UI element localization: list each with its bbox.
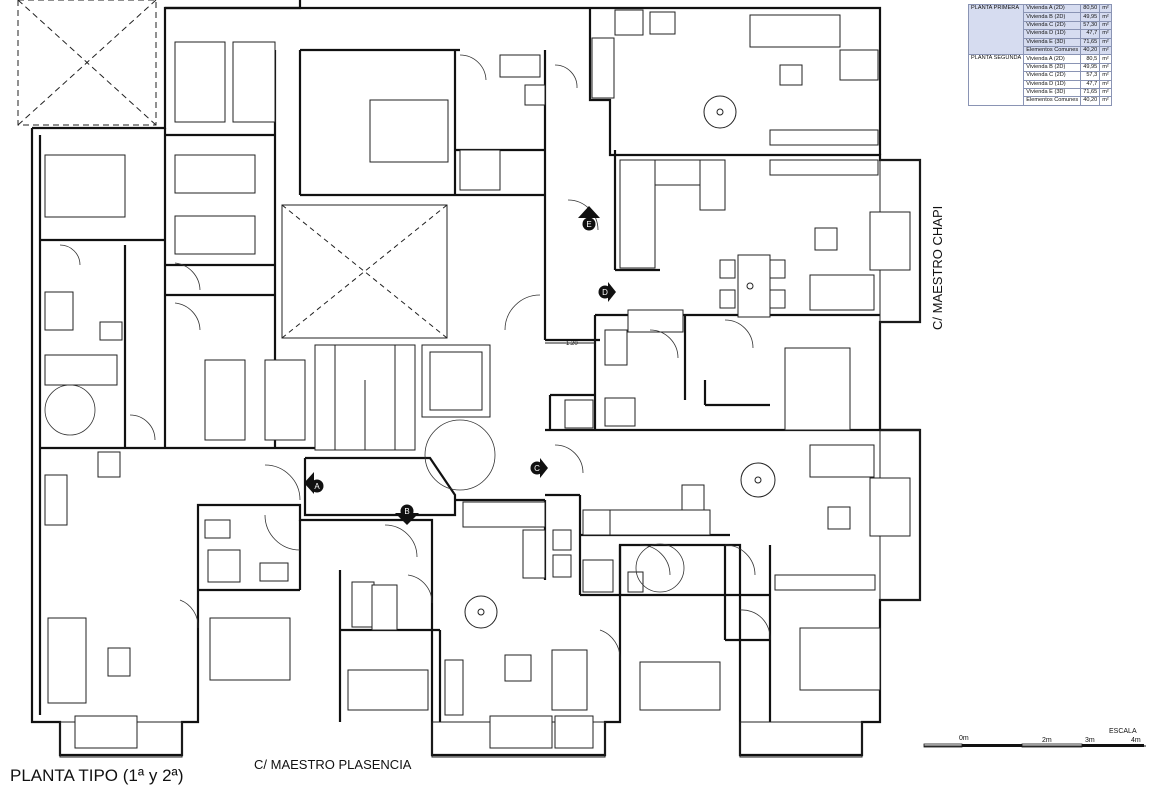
area-unit: m²	[1099, 79, 1112, 89]
scale-tick: 3m	[1085, 737, 1095, 744]
dwelling-name: Vivienda A (2D)	[1023, 54, 1082, 64]
dwelling-area: 80,5	[1080, 54, 1101, 64]
entrance-markers: A B C D E	[304, 206, 616, 525]
scale-tick: 0m	[959, 735, 969, 742]
patio-void	[17, 0, 157, 126]
dwelling-area: 47,7	[1080, 29, 1101, 39]
dwelling-area: 80,50	[1080, 3, 1101, 14]
scale-title: ESCALA	[1109, 728, 1137, 735]
area-unit: m²	[1099, 87, 1112, 98]
svg-text:E: E	[586, 220, 591, 229]
dwelling-area: 71,65	[1080, 87, 1101, 98]
dwelling-name: Vivienda A (2D)	[1023, 3, 1082, 14]
dwelling-name: Vivienda D (1D)	[1023, 29, 1082, 39]
area-unit: m²	[1099, 3, 1112, 14]
area-unit: m²	[1099, 62, 1112, 73]
dwelling-area: 49,95	[1080, 62, 1101, 73]
door-swings	[44, 54, 771, 661]
dwelling-area: 49,95	[1080, 12, 1101, 22]
scale-bar-graphic	[923, 743, 1146, 748]
dwelling-area: 57,30	[1080, 20, 1101, 31]
marker-a: A	[304, 472, 324, 494]
dwelling-name: Vivienda C (2D)	[1023, 71, 1082, 81]
dwelling-area: 47,7	[1080, 79, 1101, 89]
marker-e: E	[578, 206, 600, 231]
area-unit: m²	[1099, 71, 1112, 81]
area-unit: m²	[1099, 12, 1112, 22]
dining-tables	[464, 95, 786, 629]
area-unit: m²	[1099, 29, 1112, 39]
floor-label: PLANTA SEGUNDA	[967, 54, 1025, 106]
plan-title: PLANTA TIPO (1ª y 2ª)	[10, 766, 184, 785]
area-unit: m²	[1099, 96, 1112, 106]
svg-text:C: C	[534, 464, 540, 473]
beds	[44, 41, 881, 711]
dwelling-area: 57,3	[1080, 71, 1101, 81]
dwelling-name: Elementos Comunes	[1023, 96, 1082, 106]
scale-tick: 4m	[1131, 737, 1141, 744]
marker-c: C	[530, 458, 548, 478]
dwelling-area: 40,20	[1080, 45, 1101, 56]
scale-tick: 2m	[1042, 737, 1052, 744]
dwelling-name: Vivienda E (3D)	[1023, 87, 1082, 98]
living-furniture	[47, 14, 911, 749]
dwelling-area: 71,65	[1080, 37, 1101, 47]
area-unit: m²	[1099, 45, 1112, 56]
bath-kitchen-fixtures	[44, 9, 726, 593]
svg-text:A: A	[314, 482, 320, 491]
area-unit: m²	[1099, 54, 1112, 64]
dwelling-name: Vivienda E (3D)	[1023, 37, 1082, 47]
dwelling-name: Vivienda C (2D)	[1023, 20, 1082, 31]
dwelling-name: Elementos Comunes	[1023, 45, 1082, 56]
dwelling-name: Vivienda D (1D)	[1023, 79, 1082, 89]
street-label-south: C/ MAESTRO PLASENCIA	[254, 757, 412, 772]
street-label-east: C/ MAESTRO CHAPI	[930, 205, 945, 330]
area-unit: m²	[1099, 20, 1112, 31]
dwelling-name: Vivienda B (2D)	[1023, 62, 1082, 73]
floor-label: PLANTA PRIMERA	[967, 3, 1025, 56]
dimension-label: 1.20	[566, 341, 578, 347]
svg-text:B: B	[404, 507, 409, 516]
dwelling-name: Vivienda B (2D)	[1023, 12, 1082, 22]
marker-d: D	[598, 282, 616, 302]
dwelling-area: 40,20	[1080, 96, 1101, 106]
area-unit: m²	[1099, 37, 1112, 47]
scale-bar: ESCALA 0m 2m 3m 4m	[922, 726, 1148, 766]
marker-b: B	[395, 504, 419, 525]
svg-text:D: D	[602, 288, 608, 297]
